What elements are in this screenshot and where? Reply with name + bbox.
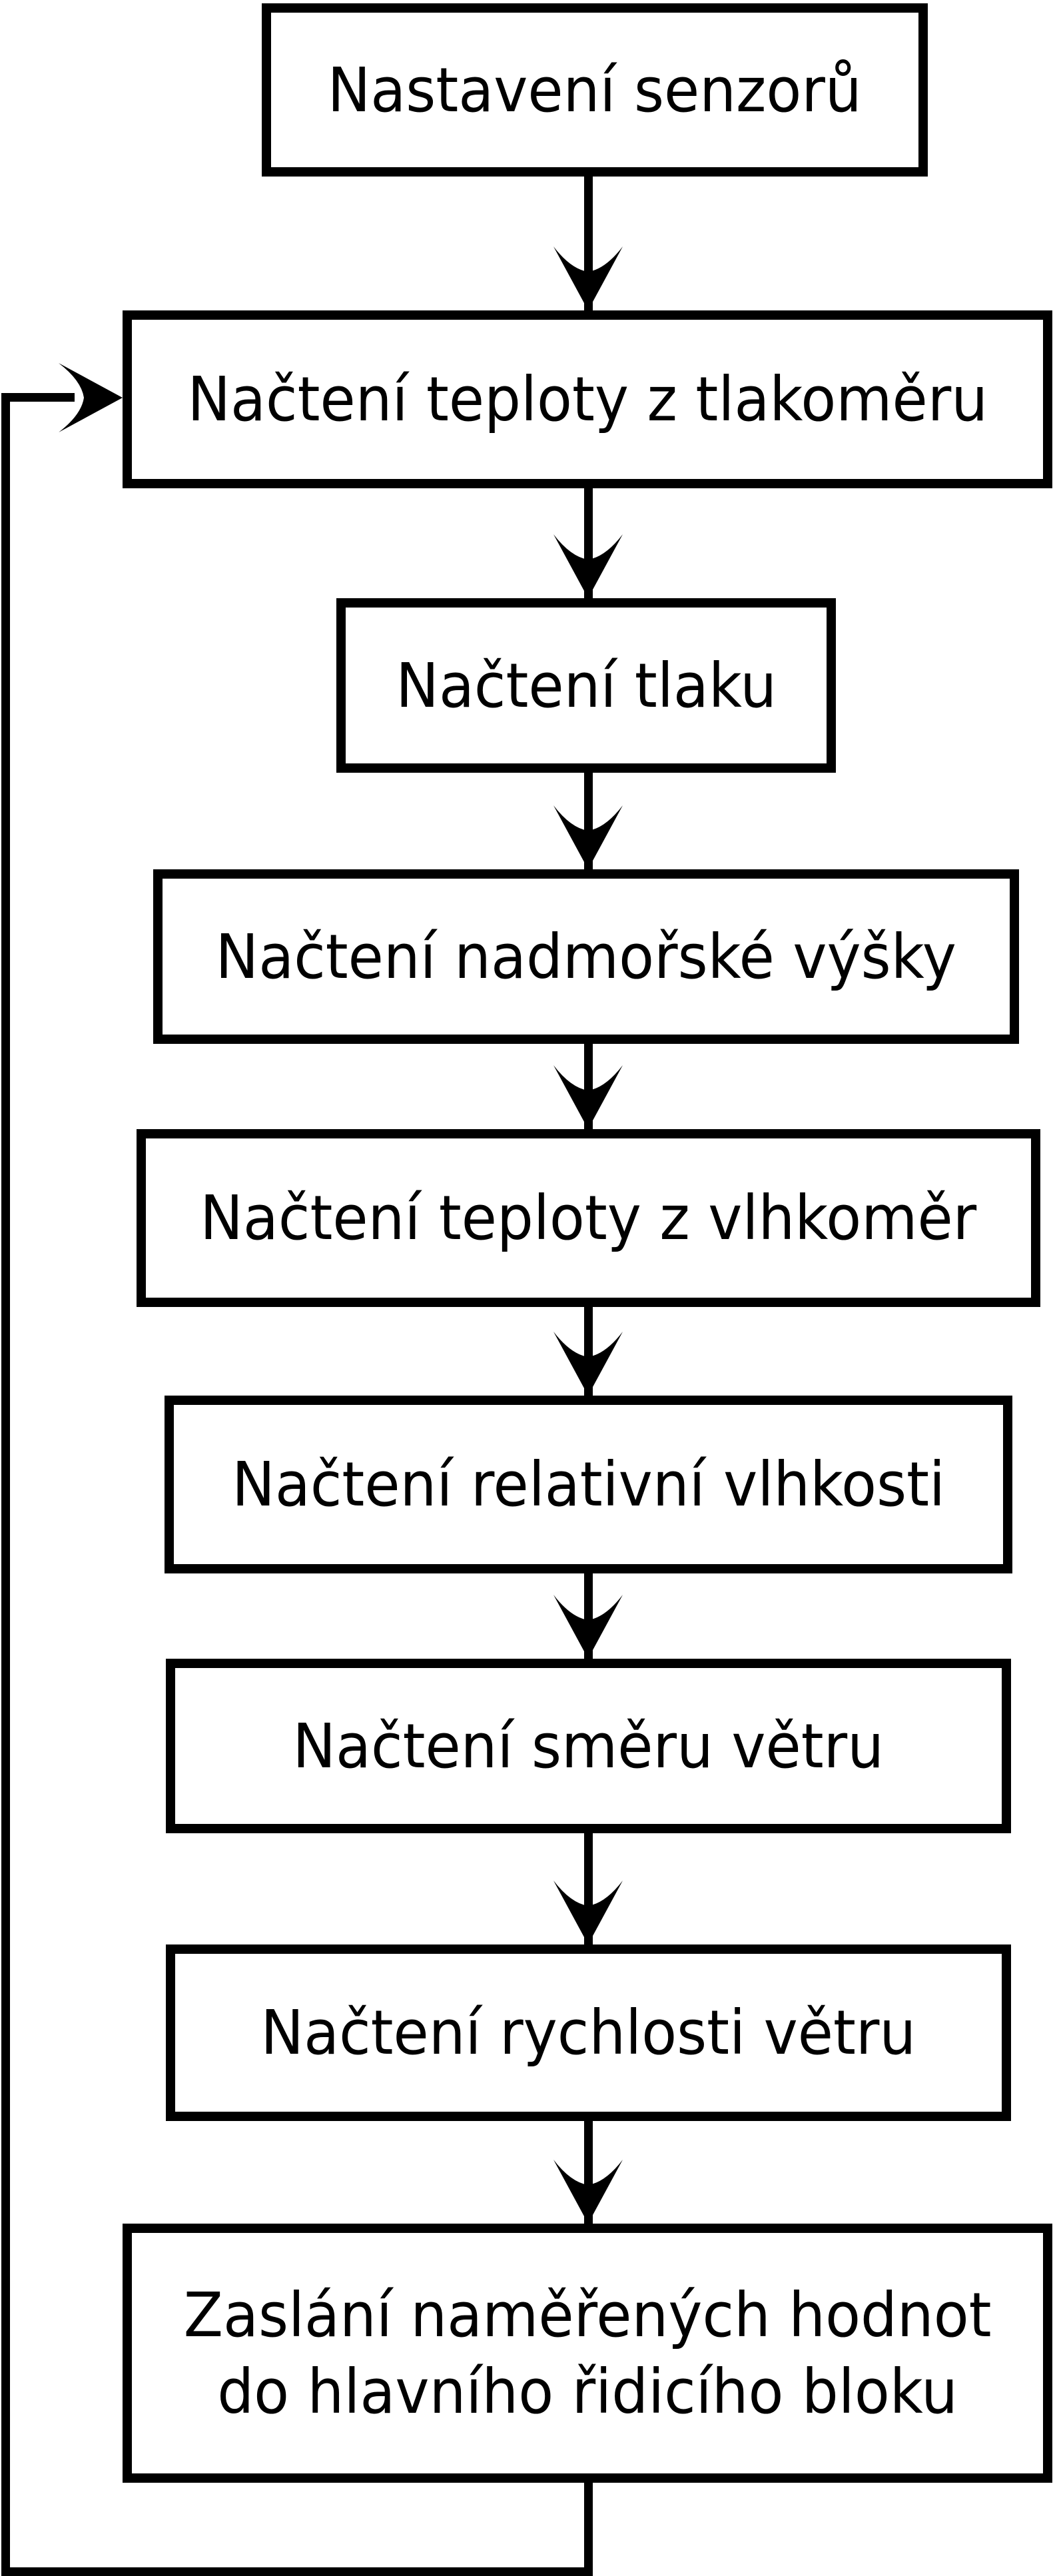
loop-line-down (584, 2483, 593, 2576)
flow-box-label: Načtení teploty z vlhkoměr (200, 1182, 977, 1254)
flow-box-label: Zaslání naměřených hodnot do hlavního ři… (183, 2279, 992, 2427)
arrowhead-down-icon (553, 1065, 623, 1129)
loop-line-bottom (1, 2567, 593, 2576)
arrowhead-down-icon (553, 1595, 623, 1659)
flow-box-label: Načtení nadmořské výšky (215, 921, 957, 993)
arrowhead-down-icon (553, 1332, 623, 1396)
arrowhead-down-icon (553, 2160, 623, 2224)
flow-box-nacteni-nadmorske-vysky: Načtení nadmořské výšky (153, 869, 1019, 1044)
flow-box-label: Načtení tlaku (396, 649, 777, 721)
flow-box-nacteni-smeru-vetru: Načtení směru větru (166, 1659, 1011, 1833)
arrowhead-right-icon (59, 363, 123, 432)
flow-box-label: Načtení teploty z tlakoměru (187, 364, 988, 435)
arrowhead-down-icon (553, 1881, 623, 1944)
flow-box-nacteni-relativni-vlhkosti: Načtení relativní vlhkosti (165, 1396, 1012, 1573)
loop-line-top (1, 393, 75, 402)
flow-box-label: Načtení rychlosti větru (260, 1997, 916, 2068)
flow-box-nacteni-rychlosti-vetru: Načtení rychlosti větru (166, 1944, 1011, 2121)
flow-box-nacteni-teploty-z-tlakomeru: Načtení teploty z tlakoměru (123, 310, 1052, 488)
flow-box-label: Načtení směru větru (292, 1710, 884, 1782)
loop-line-left (1, 393, 10, 2576)
flow-box-nacteni-teploty-z-vlhkomeru: Načtení teploty z vlhkoměr (137, 1129, 1040, 1307)
arrowhead-down-icon (553, 805, 623, 869)
flow-box-nacteni-tlaku: Načtení tlaku (336, 598, 836, 773)
arrowhead-down-icon (553, 246, 623, 310)
flow-box-label: Načtení relativní vlhkosti (232, 1449, 945, 1520)
arrowhead-down-icon (553, 534, 623, 598)
flow-box-label: Nastavení senzorů (327, 54, 863, 126)
flow-box-zaslani-namerenych-hodnot: Zaslání naměřených hodnot do hlavního ři… (123, 2224, 1052, 2483)
flow-box-nastaveni-senzoru: Nastavení senzorů (262, 3, 928, 177)
